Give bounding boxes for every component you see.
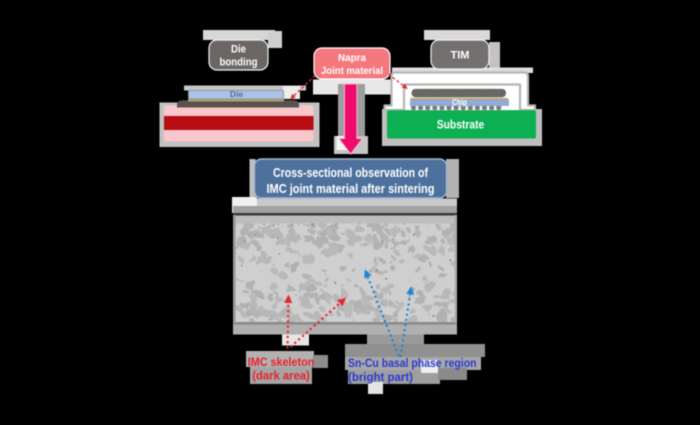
svg-text:Chip: Chip [452, 98, 467, 107]
svg-text:IMC skeleton: IMC skeleton [248, 355, 315, 369]
svg-text:Joint material: Joint material [321, 65, 383, 77]
svg-text:Die: Die [231, 44, 246, 56]
svg-text:Die: Die [230, 89, 244, 99]
svg-text:IMC joint material after sinte: IMC joint material after sintering [267, 182, 435, 196]
svg-text:(bright part): (bright part) [348, 370, 413, 384]
svg-text:TIM: TIM [451, 50, 470, 62]
svg-text:Substrate: Substrate [437, 119, 485, 131]
svg-text:Sn-Cu basal phase region: Sn-Cu basal phase region [348, 356, 477, 370]
svg-text:Cross-sectional observation of: Cross-sectional observation of [273, 166, 429, 180]
svg-text:(dark area): (dark area) [252, 369, 310, 383]
svg-text:bonding: bonding [220, 57, 258, 69]
svg-text:Napra: Napra [338, 52, 366, 64]
